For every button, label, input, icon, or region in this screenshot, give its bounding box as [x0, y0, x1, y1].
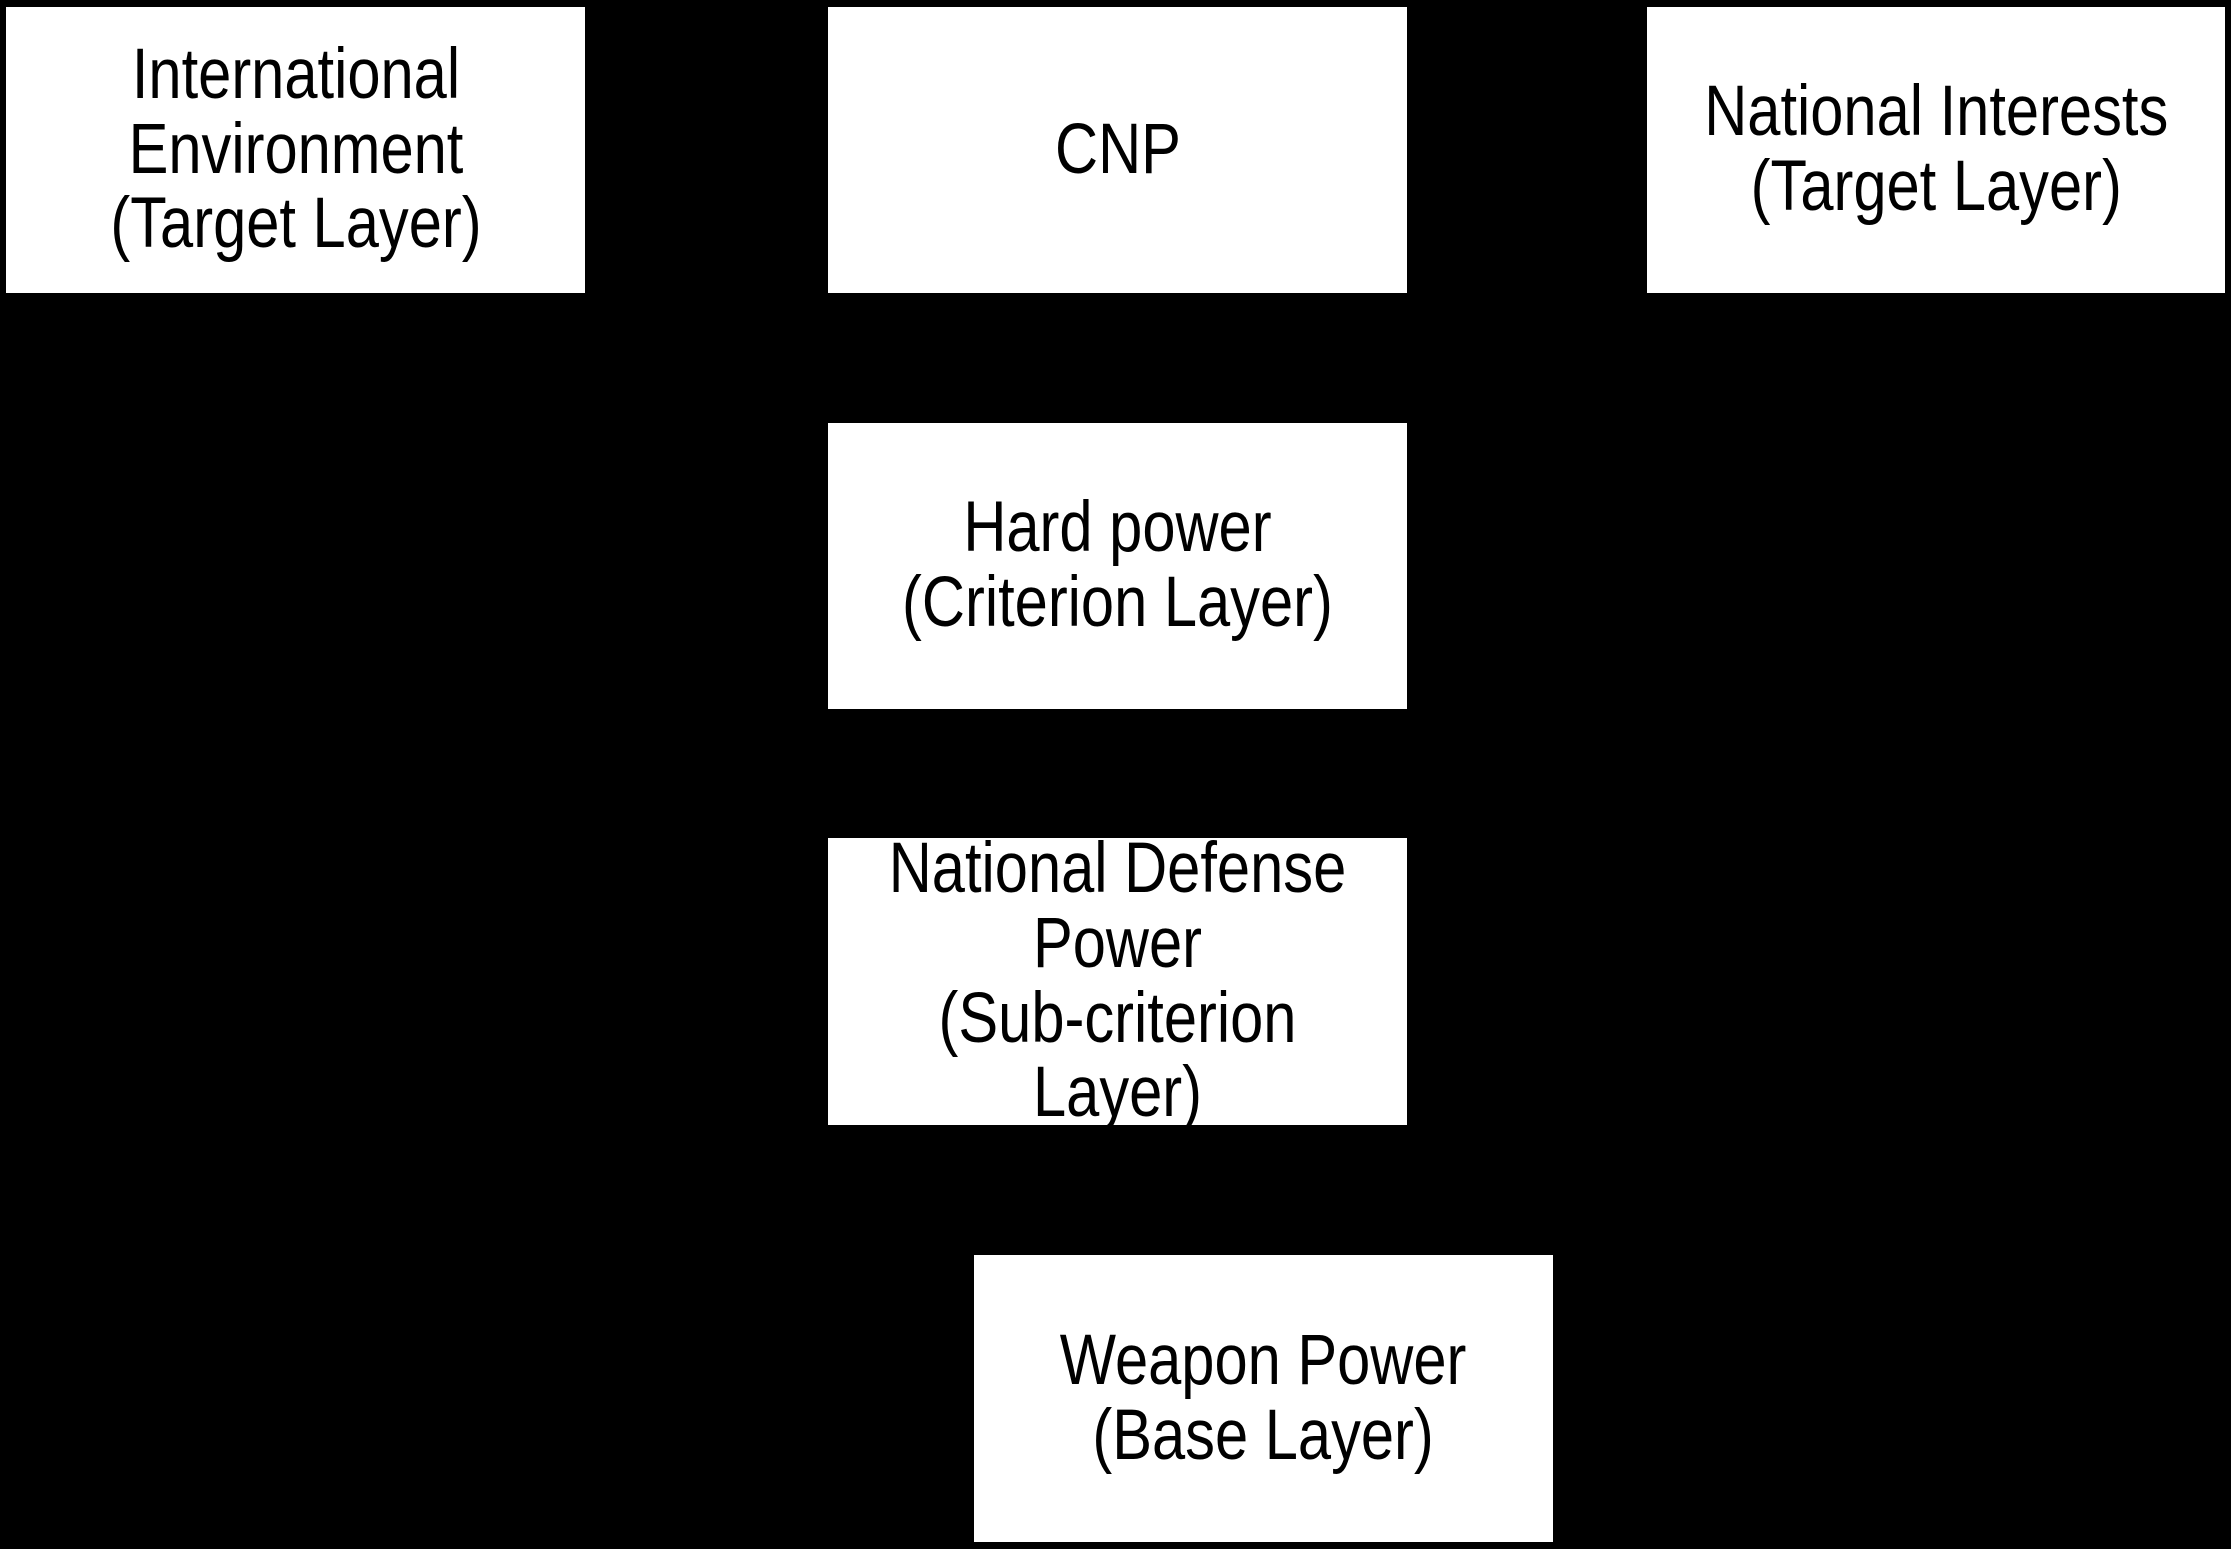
node-cnp-label: CNP: [1054, 109, 1181, 189]
node-weapon-power: Weapon Power (Base Layer): [974, 1255, 1553, 1542]
node-hard-power-label: Hard power (Criterion Layer): [902, 488, 1333, 642]
node-national-interests-label: National Interests (Target Layer): [1703, 72, 2169, 226]
node-national-interests: National Interests (Target Layer): [1647, 7, 2225, 293]
node-national-defense-power-label: National Defense Power (Sub-criterion La…: [888, 829, 1347, 1133]
node-hard-power: Hard power (Criterion Layer): [828, 423, 1407, 709]
node-weapon-power-label: Weapon Power (Base Layer): [1060, 1320, 1467, 1475]
node-international-environment: International Environment (Target Layer): [6, 7, 585, 293]
node-international-environment-label: International Environment (Target Layer): [109, 35, 482, 264]
node-national-defense-power: National Defense Power (Sub-criterion La…: [828, 832, 1407, 1130]
node-cnp: CNP: [828, 7, 1407, 293]
